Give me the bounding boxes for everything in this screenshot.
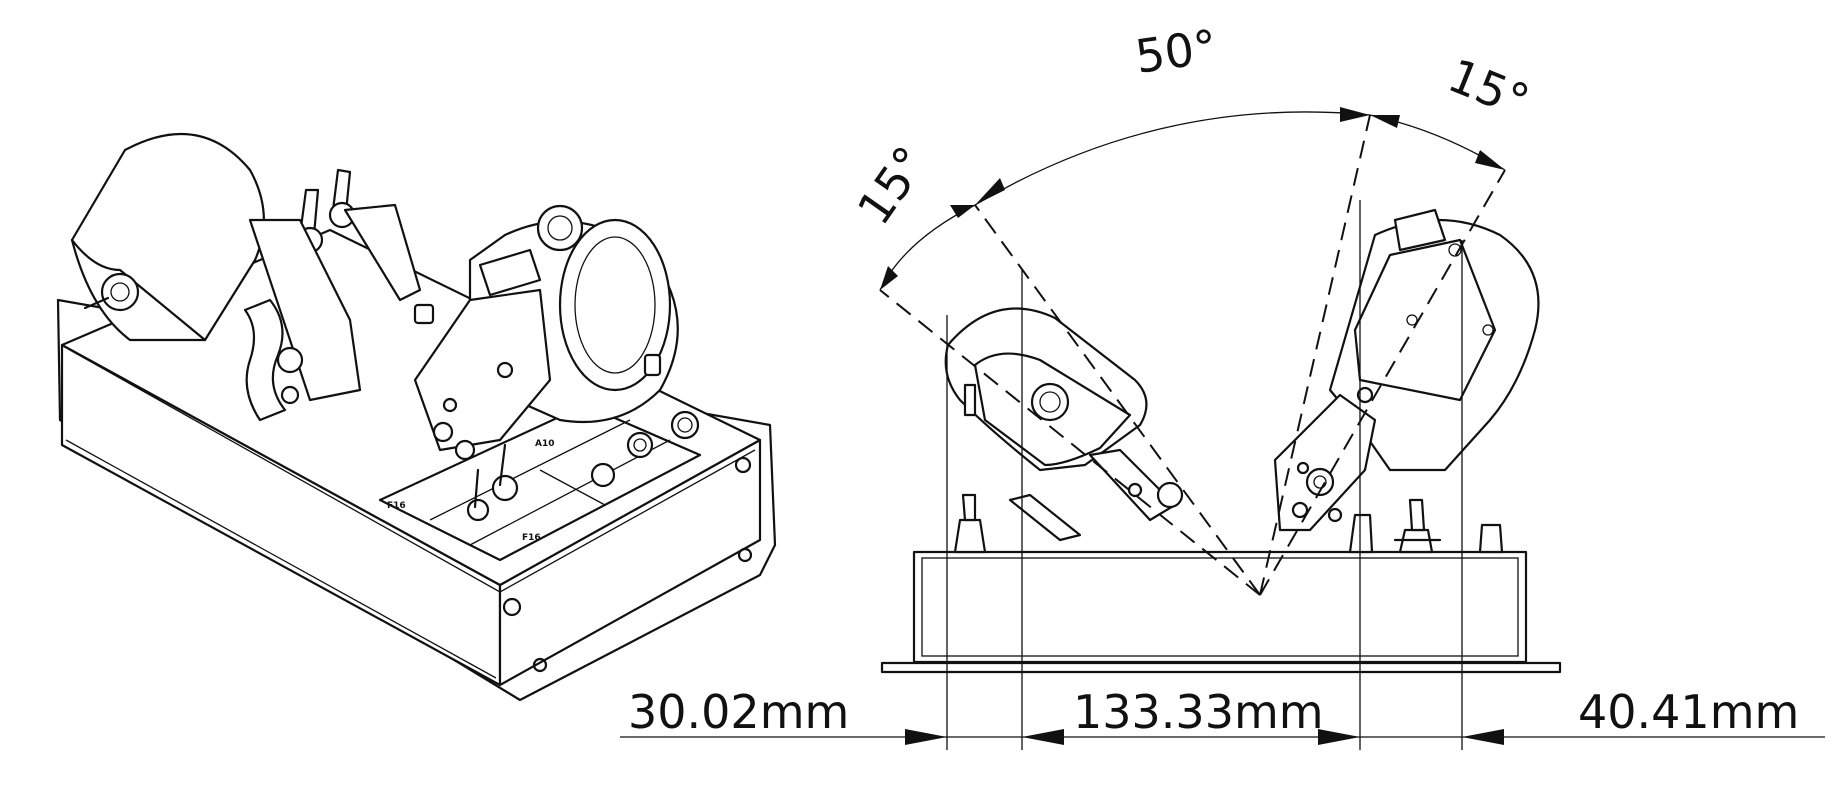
angle-line-left-extreme <box>879 289 1261 596</box>
dimension-label-right: 40.41mm <box>1578 685 1799 739</box>
angle-label-main: 50° <box>1132 19 1220 84</box>
arrowhead <box>950 205 975 218</box>
angle-label-left: 15° <box>847 137 938 235</box>
iso-wheel-hub <box>100 272 140 312</box>
side-hub-left <box>1030 382 1070 422</box>
iso-label-a10: A10 <box>535 439 555 449</box>
iso-screw <box>734 456 752 474</box>
iso-throttle-arm <box>248 218 362 402</box>
side-view <box>620 107 1825 750</box>
dimension-label-left: 30.02mm <box>628 685 849 739</box>
iso-label-f16-lower: F16 <box>522 533 541 543</box>
angle-arc-main <box>974 111 1371 206</box>
side-base-plate <box>880 661 1562 674</box>
iso-grip-knob <box>536 204 584 252</box>
arrowhead <box>1475 150 1505 170</box>
arrowhead <box>880 266 898 290</box>
isometric-view: A10 F16 F16 <box>56 132 777 702</box>
iso-screw <box>532 657 548 673</box>
iso-control-panel <box>378 403 702 562</box>
iso-screw <box>737 547 753 563</box>
iso-screw <box>502 597 522 617</box>
arrowhead <box>1370 115 1400 128</box>
arrowhead <box>975 178 1005 205</box>
side-box <box>912 550 1528 664</box>
angle-label-right: 15° <box>1441 48 1537 129</box>
iso-label-f16: F16 <box>387 501 406 511</box>
dimension-label-center: 133.33mm <box>1073 685 1324 739</box>
angle-line-right-extreme <box>1259 169 1506 596</box>
angle-line-left-ref <box>974 204 1261 596</box>
arrowhead <box>1340 107 1370 122</box>
iso-throttle-slot <box>343 203 422 302</box>
